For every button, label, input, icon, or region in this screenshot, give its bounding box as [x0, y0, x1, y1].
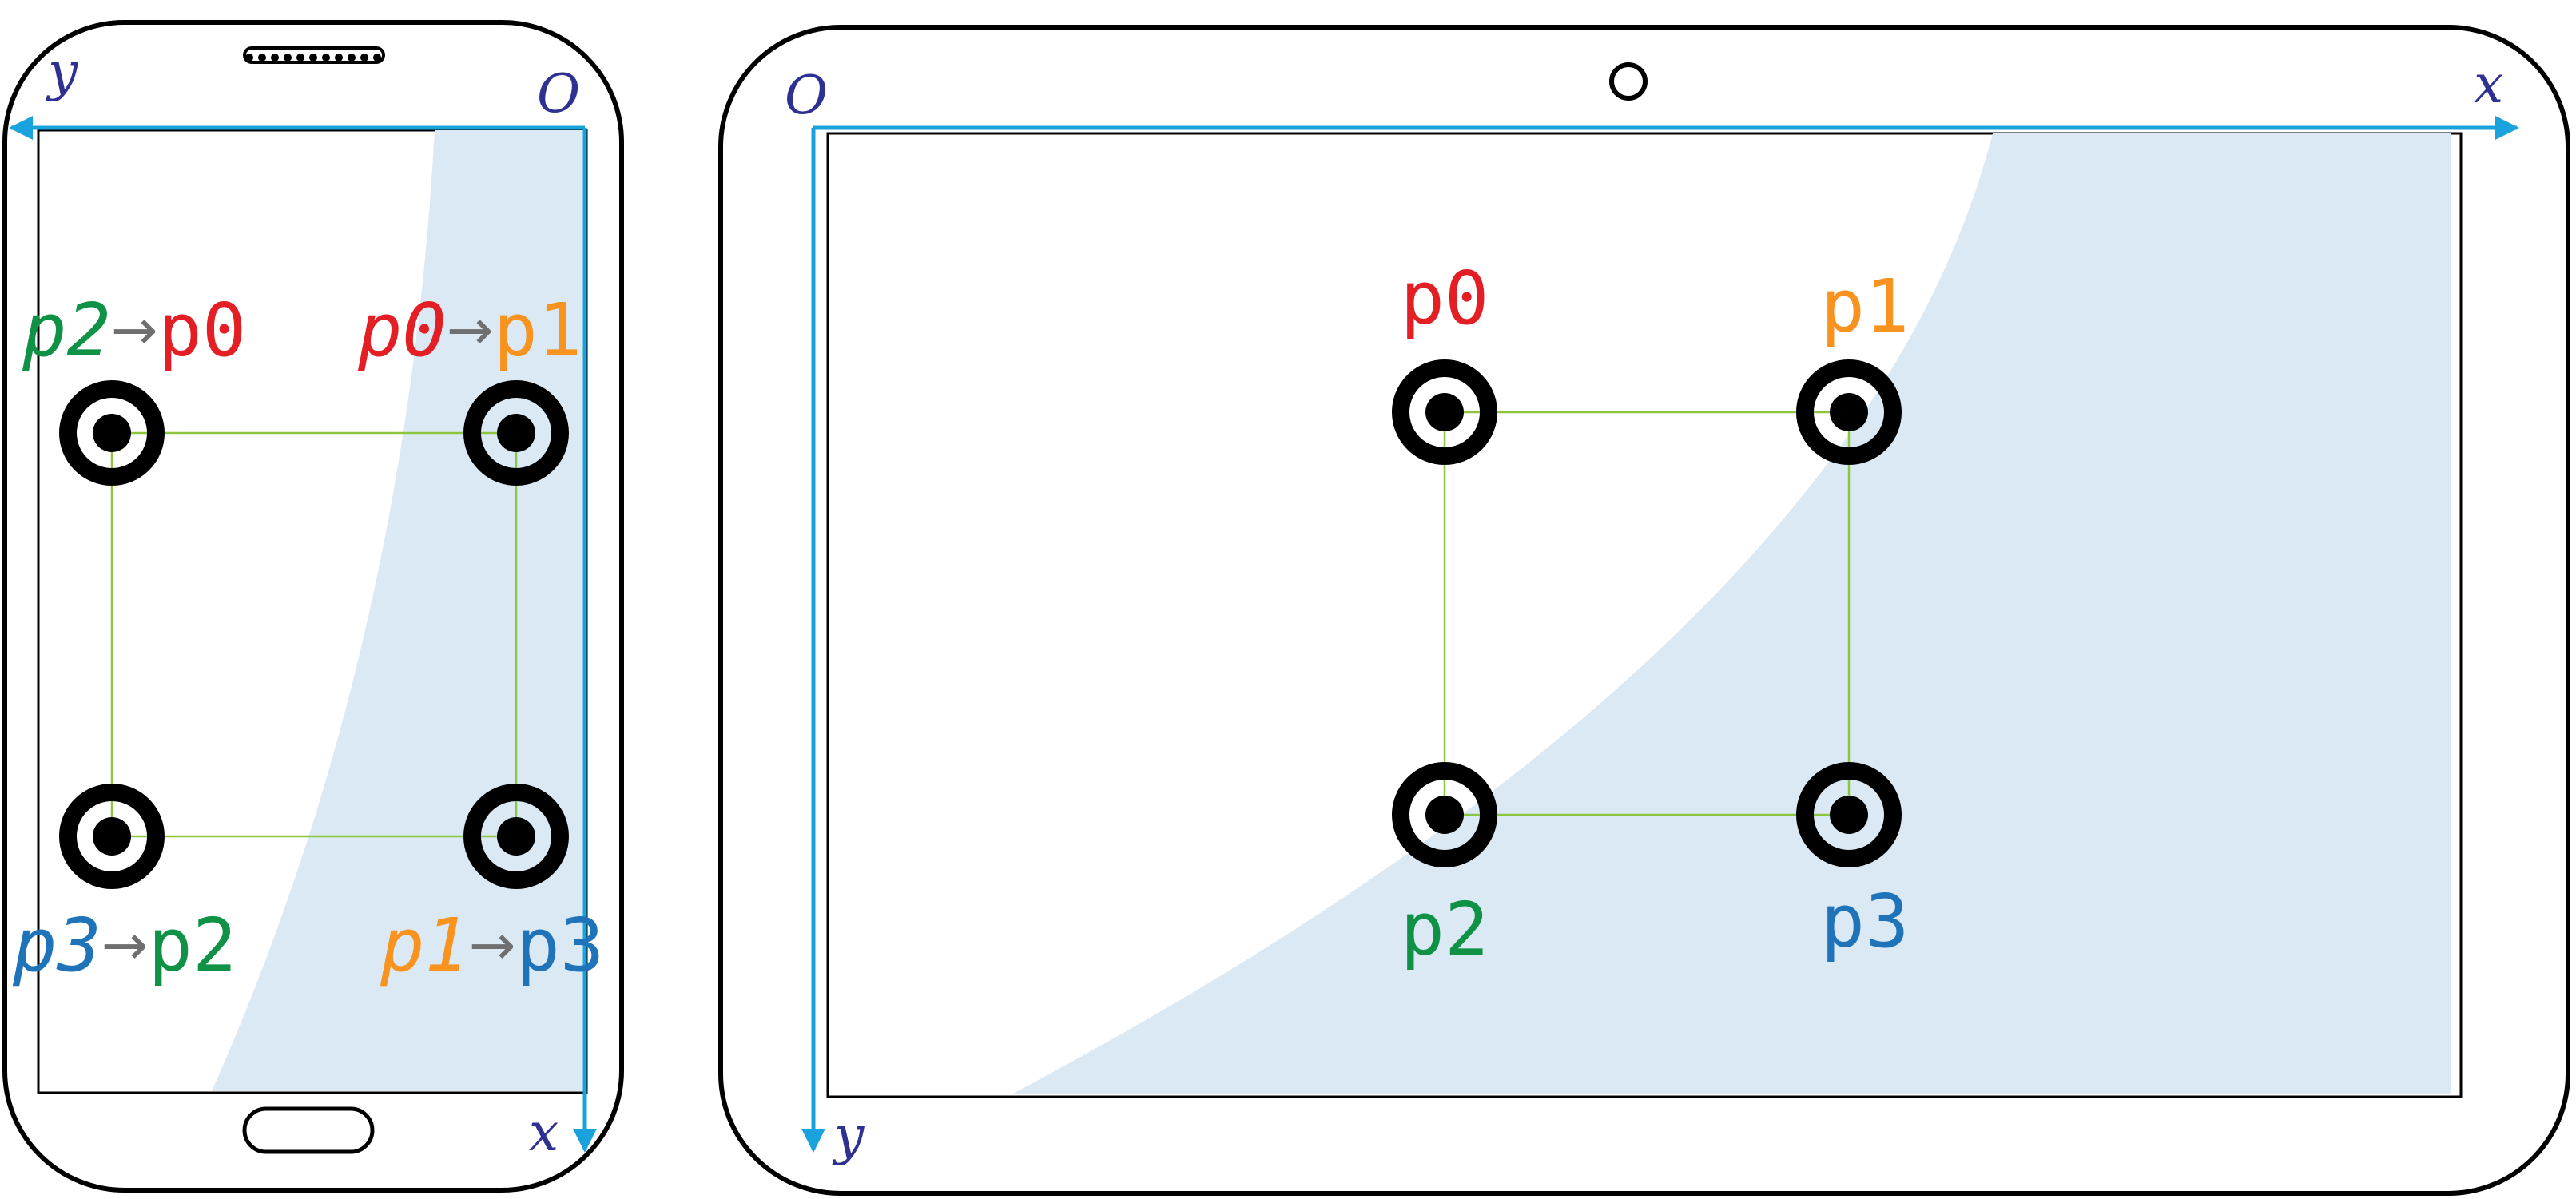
- phone-speaker: [243, 46, 385, 64]
- phone-screen-tint: [212, 130, 583, 1091]
- phone-label-bottom-left: p3→p2: [12, 903, 237, 988]
- tablet-y-label: y: [832, 1105, 865, 1166]
- tablet-label-p1: p1: [1821, 264, 1910, 349]
- phone-label-top-left: p2→p0: [22, 288, 246, 373]
- phone-y-label: y: [46, 41, 78, 102]
- tablet-label-p3: p3: [1821, 879, 1910, 964]
- phone-x-label: x: [529, 1102, 559, 1163]
- phone-target-bottom-right: [463, 784, 569, 889]
- tablet-screen-tint: [1012, 133, 2451, 1094]
- phone-home-button[interactable]: [242, 1106, 375, 1154]
- tablet-target-bottom-left: [1392, 762, 1497, 867]
- tablet-camera: [1609, 62, 1648, 101]
- phone-label-bottom-right: p1→p3: [380, 903, 604, 988]
- tablet-label-p2: p2: [1401, 887, 1489, 972]
- tablet-target-top-right: [1796, 359, 1902, 465]
- tablet-x-label: x: [2474, 54, 2503, 115]
- phone-origin-label: O: [537, 63, 580, 125]
- phone-label-top-right: p0→p1: [357, 288, 582, 373]
- phone-device: O y x p2→p0 p0→p1 p3→p2: [2, 20, 624, 1193]
- phone-target-bottom-left: [59, 784, 165, 889]
- tablet-device: O x y p0 p1 p2 p3: [718, 25, 2570, 1196]
- tablet-label-p0: p0: [1401, 256, 1489, 341]
- tablet-target-top-left: [1392, 359, 1497, 465]
- tablet-target-bottom-right: [1796, 762, 1902, 867]
- tablet-origin-label: O: [785, 65, 828, 126]
- phone-target-top-left: [59, 380, 165, 486]
- phone-target-top-right: [463, 380, 569, 486]
- tablet-quad-outline: [1443, 411, 1851, 816]
- phone-quad-outline: [110, 431, 518, 838]
